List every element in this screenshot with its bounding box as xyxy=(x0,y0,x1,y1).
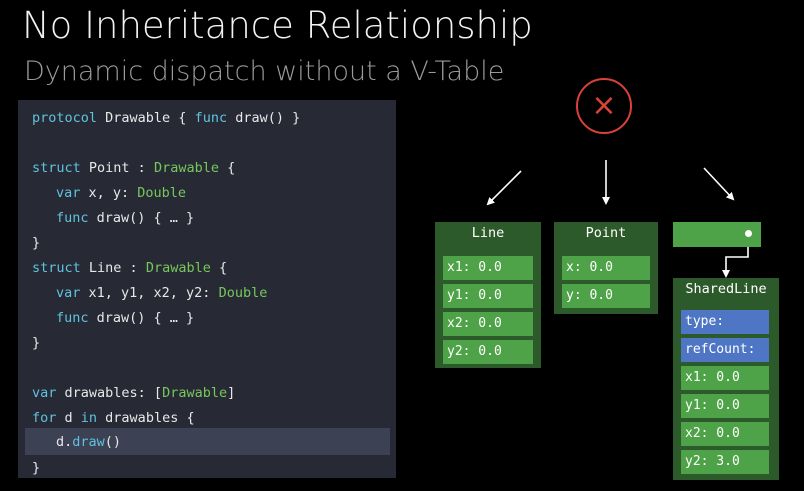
line-field-x1: x1: 0.0 xyxy=(443,256,533,280)
point-field-y: y: 0.0 xyxy=(562,284,650,308)
point-box: Point x: 0.0 y: 0.0 xyxy=(554,222,658,314)
code-line-7: var x1, y1, x2, y2: Double xyxy=(56,285,268,301)
highlighted-line xyxy=(25,428,390,455)
code-line-10: var drawables: [Drawable] xyxy=(32,385,236,401)
line-field-y2: y2: 0.0 xyxy=(443,340,533,364)
line-box: Line x1: 0.0 y1: 0.0 x2: 0.0 y2: 0.0 xyxy=(435,222,541,368)
code-line-5: } xyxy=(32,235,41,251)
sharedline-field-y1: y1: 0.0 xyxy=(681,394,769,418)
sharedline-box-title: SharedLine xyxy=(685,281,767,297)
reference-pointer-dot xyxy=(745,230,752,237)
sharedline-box: SharedLine type: refCount: x1: 0.0 y1: 0… xyxy=(673,278,779,480)
code-line-3: var x, y: Double xyxy=(56,185,187,201)
slide-title: No Inheritance Relationship xyxy=(22,4,533,47)
code-line-6: struct Line : Drawable { xyxy=(32,260,228,276)
code-line-13: } xyxy=(32,460,41,476)
arrow-to-sharedline-ref xyxy=(703,167,735,201)
code-line-9: } xyxy=(32,335,41,351)
sharedline-field-y2: y2: 3.0 xyxy=(681,450,769,474)
sharedline-field-x1: x1: 0.0 xyxy=(681,366,769,390)
point-box-title: Point xyxy=(585,225,627,241)
slide-subtitle: Dynamic dispatch without a V-Table xyxy=(24,56,505,87)
code-line-2: struct Point : Drawable { xyxy=(32,160,236,176)
sharedline-field-refcount: refCount: xyxy=(681,338,769,362)
line-field-y1: y1: 0.0 xyxy=(443,284,533,308)
code-line-12: d.draw() xyxy=(56,434,122,450)
line-field-x2: x2: 0.0 xyxy=(443,312,533,336)
code-panel: protocol Drawable { func draw() } struct… xyxy=(18,100,396,478)
no-vtable-cross-icon: × xyxy=(576,78,632,134)
code-line-11: for d in drawables { xyxy=(32,410,195,426)
point-field-x: x: 0.0 xyxy=(562,256,650,280)
code-line-4: func draw() { … } xyxy=(56,210,195,226)
code-line-8: func draw() { … } xyxy=(56,310,195,326)
code-line-1: protocol Drawable { func draw() } xyxy=(32,110,301,126)
sharedline-field-x2: x2: 0.0 xyxy=(681,422,769,446)
arrow-to-line xyxy=(486,170,522,206)
line-box-title: Line xyxy=(471,225,505,241)
sharedline-field-type: type: xyxy=(681,310,769,334)
